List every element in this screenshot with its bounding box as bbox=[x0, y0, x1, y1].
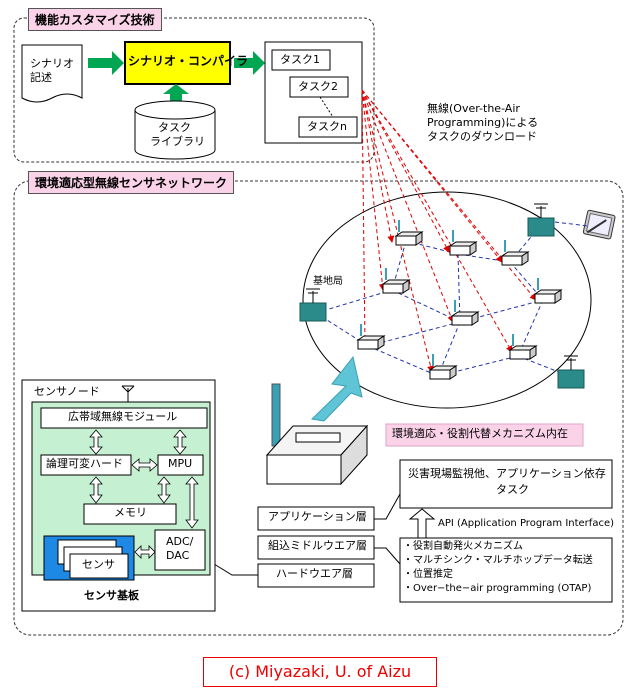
task-2-box bbox=[289, 76, 349, 98]
customize-title: 機能カスタマイズ技術 bbox=[28, 8, 162, 31]
adaptive-note-box bbox=[385, 423, 584, 447]
sensor-node-icon bbox=[500, 240, 530, 266]
network-title: 環境適応型無線センサネットワーク bbox=[28, 171, 235, 194]
features-box bbox=[399, 537, 613, 603]
logic-box bbox=[40, 454, 132, 476]
feature-3: ・位置推定 bbox=[403, 569, 453, 580]
memory-label: メモリ bbox=[114, 506, 147, 519]
sensor-node-icon bbox=[450, 300, 480, 326]
wireless-module-label: 広帯域無線モジュール bbox=[68, 410, 178, 423]
library-cylinder-icon bbox=[134, 100, 216, 160]
task-1-label: タスク1 bbox=[280, 53, 320, 66]
base-station-label: 基地局 bbox=[313, 276, 343, 287]
sensor-node-icon bbox=[448, 230, 478, 256]
adaptive-note-label: 環境適応・役割代替メカニズム内在 bbox=[392, 427, 568, 440]
ota-download-lines bbox=[361, 89, 537, 373]
green-arrow-library bbox=[163, 84, 189, 106]
api-arrow bbox=[408, 508, 436, 539]
feature-4: ・Over−the−air programming (OTAP) bbox=[403, 583, 592, 594]
green-arrow-scenario bbox=[88, 51, 124, 75]
compiler-label: シナリオ・コンパイラ bbox=[128, 54, 249, 68]
scenario-label-line2: 記述 bbox=[30, 71, 52, 84]
feature-2: ・マルチシンク・マルチホップデータ転送 bbox=[403, 555, 593, 566]
app-task-box bbox=[399, 459, 613, 509]
compiler-box bbox=[124, 41, 231, 85]
task-n-box bbox=[298, 116, 358, 138]
base-station-icon bbox=[527, 203, 555, 237]
library-label-line2: ライブラリ bbox=[150, 135, 205, 148]
internal-bus-arrows bbox=[89, 429, 199, 559]
mpu-label: MPU bbox=[168, 457, 193, 470]
api-label: API (Application Program Interface) bbox=[438, 518, 614, 529]
sensor-node-icon bbox=[381, 268, 411, 294]
scenario-doc-icon bbox=[21, 44, 83, 103]
adc-label-line1: ADC/ bbox=[166, 535, 194, 548]
logic-label: 論理可変ハード bbox=[46, 457, 123, 470]
sensor-node-icon bbox=[428, 354, 458, 380]
adc-box bbox=[154, 529, 206, 571]
copyright: (c) Miyazaki, U. of Aizu bbox=[203, 657, 437, 687]
callout-arrow bbox=[310, 355, 363, 422]
mpu-box bbox=[157, 454, 204, 476]
tablet-device-icon bbox=[582, 209, 616, 240]
hardware-layer-label: ハードウエア層 bbox=[276, 567, 353, 580]
app-task-line1: 災害現場監視他、アプリケーション依存 bbox=[408, 467, 606, 480]
base-station-icon bbox=[557, 355, 585, 389]
wireless-module-box bbox=[40, 407, 208, 429]
task-1-box bbox=[271, 49, 331, 71]
base-station-icon bbox=[299, 288, 327, 322]
sensor-node-icon bbox=[356, 324, 386, 350]
antenna-icon bbox=[121, 385, 135, 402]
sensor-node-icon bbox=[508, 334, 538, 360]
sensor-node-icon bbox=[394, 220, 424, 246]
memory-box bbox=[83, 503, 177, 525]
task-2-label: タスク2 bbox=[298, 80, 338, 93]
task-n-label: タスクn bbox=[307, 120, 347, 133]
feature-1: ・役割自動発火メカニズム bbox=[403, 541, 523, 552]
adc-label-line2: DAC bbox=[166, 549, 190, 562]
sensor-node-title: センサノード bbox=[34, 385, 100, 398]
network-section-frame bbox=[13, 180, 624, 636]
scenario-label-line1: シナリオ bbox=[30, 57, 74, 70]
app-task-line2: タスク bbox=[496, 483, 529, 496]
ota-note-line3: タスクのダウンロード bbox=[427, 130, 537, 143]
sensor-node-icon bbox=[533, 278, 563, 304]
ota-note-line2: Programming)による bbox=[427, 116, 539, 129]
sensor-label: センサ bbox=[82, 558, 115, 571]
middleware-layer-label: 組込ミドルウエア層 bbox=[268, 539, 367, 552]
customize-section-frame bbox=[13, 17, 375, 163]
sensor-board-label: センサ基板 bbox=[84, 589, 139, 602]
sensor-device-icon bbox=[265, 383, 369, 486]
green-arrow-tasks bbox=[234, 51, 265, 75]
library-label-line1: タスク bbox=[158, 121, 191, 134]
application-layer-label: アプリケーション層 bbox=[268, 510, 367, 523]
ota-note-line1: 無線(Over-the-Air bbox=[427, 102, 520, 115]
